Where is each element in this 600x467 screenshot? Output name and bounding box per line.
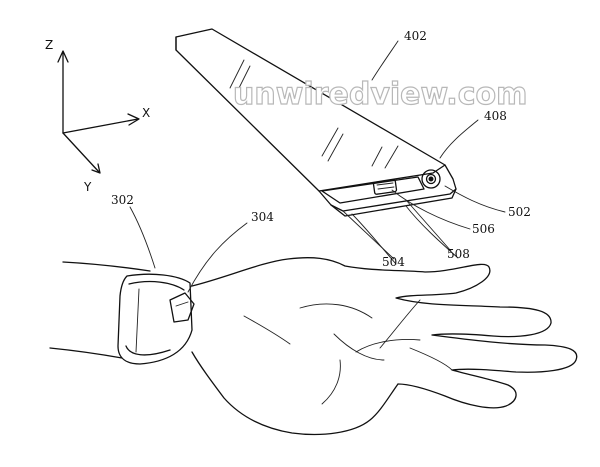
wristband-inner-bottom: [125, 345, 171, 356]
y-axis-label: Y: [83, 180, 92, 194]
leader-304: [187, 222, 248, 293]
leader-504: [351, 213, 397, 265]
leader-506: [391, 189, 471, 230]
y-arrow: [91, 163, 101, 174]
control-panel: [321, 176, 425, 204]
palm-crease: [379, 299, 421, 349]
band-highlight: [135, 288, 140, 353]
wristband-inner-top: [128, 280, 185, 291]
label-502: 502: [508, 205, 531, 219]
leader-408: [439, 119, 479, 159]
lens-502: [421, 169, 441, 189]
glare-line: [321, 127, 339, 157]
label-302: 302: [111, 193, 134, 207]
pad-line: [376, 182, 394, 186]
label-402: 402: [404, 29, 427, 43]
glare-line: [229, 59, 245, 89]
lens-inner: [425, 173, 437, 185]
axis-triad: Z X Y: [45, 38, 150, 194]
thenar-crease: [321, 359, 341, 405]
clasp-304: [169, 292, 195, 323]
y-axis: [62, 132, 100, 173]
glare-line: [371, 146, 383, 167]
clasp-detail: [175, 301, 189, 307]
device-bottom-edge: [330, 188, 457, 217]
leader-lines: [129, 40, 506, 293]
leader-502: [444, 185, 506, 213]
glare-line: [235, 65, 251, 95]
leader-302: [129, 206, 156, 269]
hand-outline-top: [191, 257, 578, 409]
wristband-302: [117, 273, 193, 365]
lens-center: [428, 176, 434, 182]
device-outline: [175, 28, 457, 212]
sensor-506-pad: [372, 179, 398, 195]
hand: [191, 257, 578, 436]
leader-402: [371, 40, 399, 81]
label-408: 408: [484, 109, 507, 123]
beam-right: [405, 199, 452, 252]
palm-crease: [299, 303, 373, 319]
palm-crease: [333, 333, 385, 361]
label-504: 504: [382, 255, 405, 269]
label-508: 508: [447, 247, 470, 261]
watermark-text: unwiredview.com: [233, 77, 527, 112]
watermark: unwiredview.com: [232, 76, 528, 112]
forearm-bottom: [49, 347, 123, 359]
device-402: [175, 28, 457, 217]
arm-and-wristband: [49, 261, 195, 365]
palm-crease: [409, 347, 453, 371]
glare-line: [384, 145, 399, 169]
pad-line: [377, 186, 395, 190]
beam-left: [342, 210, 395, 260]
palm-crease: [355, 339, 421, 353]
z-arrow: [57, 50, 69, 63]
x-axis-label: X: [142, 106, 150, 120]
forearm-top: [62, 261, 151, 272]
z-axis-label: Z: [45, 38, 53, 52]
x-arrow: [127, 113, 140, 126]
hand-outline-bottom: [191, 351, 399, 436]
device-bezel-line: [318, 164, 446, 192]
projection-lines: [342, 199, 452, 260]
leader-508: [405, 205, 459, 259]
label-304: 304: [251, 210, 274, 224]
glare-line: [327, 133, 344, 162]
x-axis: [62, 118, 139, 134]
reference-numerals: 402 408 302 304 502 506 508 504: [111, 29, 531, 269]
wrist-crease: [243, 315, 291, 345]
label-506: 506: [472, 222, 495, 236]
